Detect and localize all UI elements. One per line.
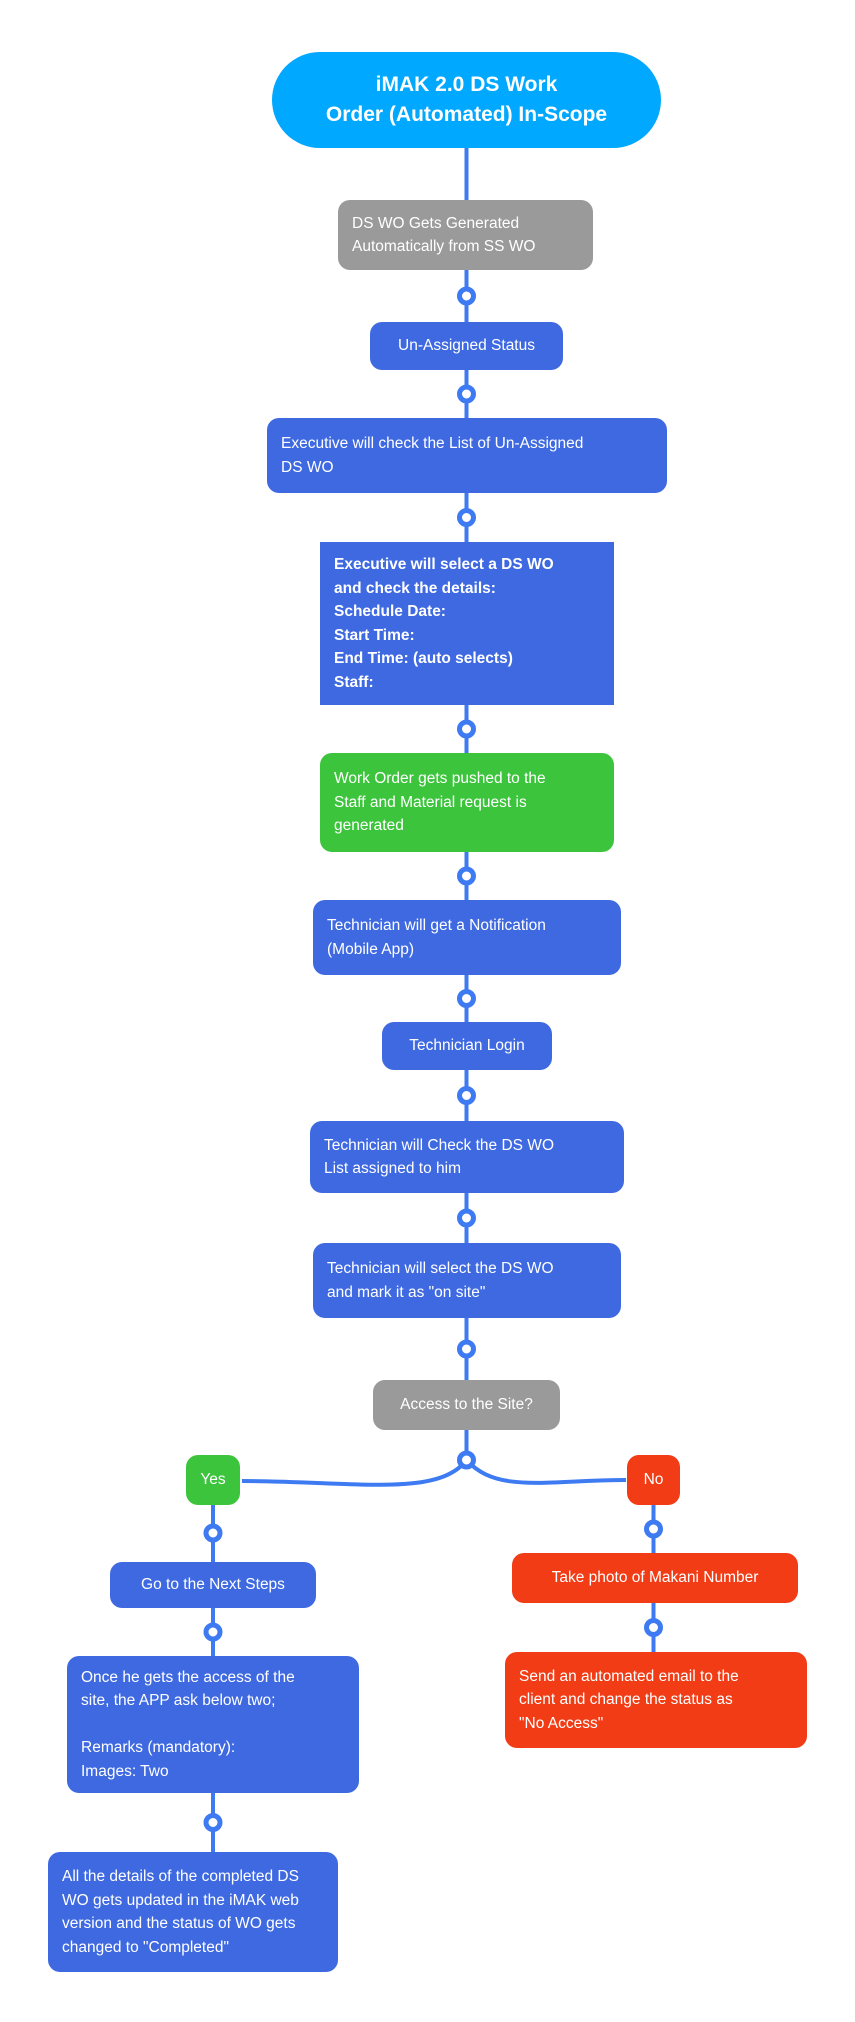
node-tech-login[interactable]: Technician Login [382, 1022, 552, 1070]
node-ds-wo-generated[interactable]: DS WO Gets Generated Automatically from … [338, 200, 593, 270]
collapse-toggle[interactable] [203, 1813, 223, 1832]
node-unassigned-status[interactable]: Un-Assigned Status [370, 322, 563, 370]
node-exec-check-list[interactable]: Executive will check the List of Un-Assi… [267, 418, 667, 493]
collapse-toggle[interactable] [457, 286, 476, 306]
collapse-toggle[interactable] [457, 1086, 476, 1105]
node-work-order-pushed[interactable]: Work Order gets pushed to the Staff and … [320, 753, 614, 852]
node-yes[interactable]: Yes [186, 1455, 240, 1505]
collapse-toggle[interactable] [457, 989, 476, 1008]
node-access-question[interactable]: Access to the Site? [373, 1380, 560, 1430]
collapse-toggle[interactable] [457, 508, 476, 527]
collapse-toggle[interactable] [203, 1622, 223, 1642]
collapse-toggle[interactable] [457, 1339, 476, 1359]
node-tech-notification[interactable]: Technician will get a Notification (Mobi… [313, 900, 621, 975]
collapse-toggle[interactable] [457, 866, 476, 886]
collapse-toggle[interactable] [203, 1523, 223, 1543]
branch-point-toggle[interactable] [457, 1450, 476, 1470]
collapse-toggle[interactable] [457, 1208, 476, 1228]
collapse-toggle[interactable] [644, 1519, 663, 1539]
collapse-toggle[interactable] [457, 384, 476, 404]
node-go-next-steps[interactable]: Go to the Next Steps [110, 1562, 316, 1608]
node-send-email-no-access[interactable]: Send an automated email to the client an… [505, 1652, 807, 1748]
branch-curve-yes [241, 1458, 469, 1487]
collapse-toggle[interactable] [457, 719, 476, 739]
node-tech-check-list[interactable]: Technician will Check the DS WO List ass… [310, 1121, 624, 1193]
node-no[interactable]: No [627, 1455, 680, 1505]
node-exec-select-details[interactable]: Executive will select a DS WO and check … [320, 542, 614, 705]
node-completed-update[interactable]: All the details of the completed DS WO g… [48, 1852, 338, 1972]
node-take-photo-makani[interactable]: Take photo of Makani Number [512, 1553, 798, 1603]
node-app-ask-two[interactable]: Once he gets the access of the site, the… [67, 1656, 359, 1793]
node-root-title[interactable]: iMAK 2.0 DS Work Order (Automated) In-Sc… [272, 52, 661, 148]
branch-curve-no [465, 1458, 627, 1485]
collapse-toggle[interactable] [644, 1618, 663, 1637]
node-tech-select-onsite[interactable]: Technician will select the DS WO and mar… [313, 1243, 621, 1318]
